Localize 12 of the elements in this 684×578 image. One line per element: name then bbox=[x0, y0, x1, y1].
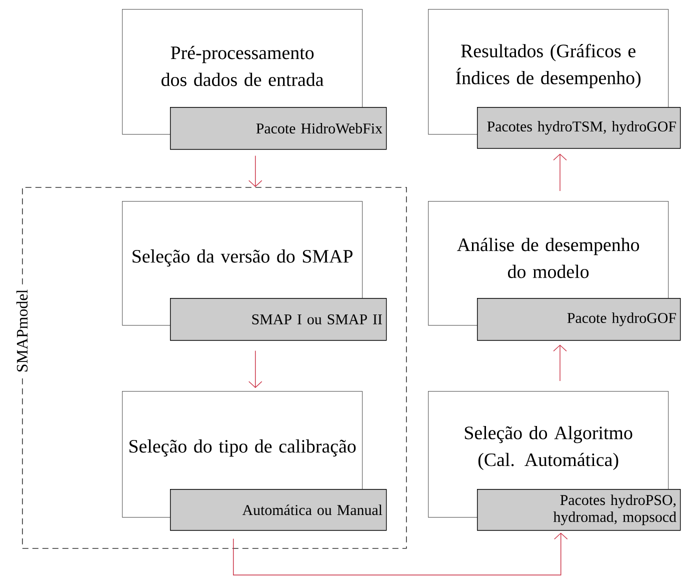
package-box: Pacotes hydroTSM, hydroGOF bbox=[477, 107, 681, 149]
package-box: Pacotes hydroPSO, hydromad, mopsocd bbox=[477, 489, 681, 531]
group-label: SMAPmodel bbox=[14, 287, 30, 375]
package-box: Pacote hydroGOF bbox=[477, 298, 681, 341]
package-box: Automática ou Manual bbox=[170, 489, 387, 531]
arrow bbox=[553, 154, 567, 192]
arrow bbox=[248, 155, 262, 187]
arrow bbox=[248, 350, 262, 388]
arrow bbox=[233, 532, 568, 576]
package-box: SMAP I ou SMAP II bbox=[170, 298, 387, 341]
package-box: Pacote HidroWebFix bbox=[170, 107, 387, 150]
arrow bbox=[553, 344, 567, 382]
